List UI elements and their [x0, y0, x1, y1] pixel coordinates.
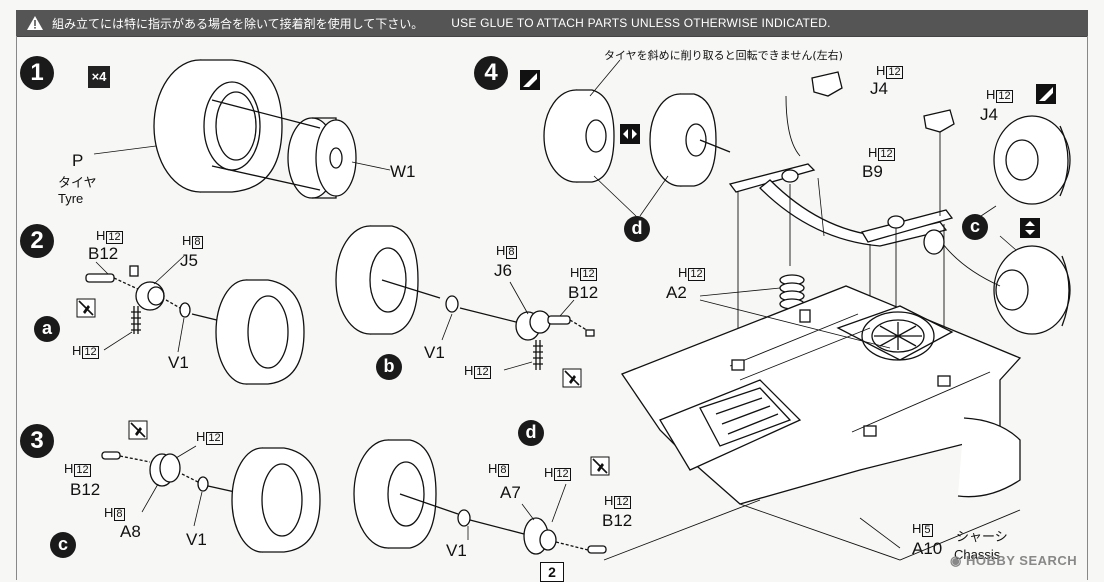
glue-note-jp: 組み立てには特に指示がある場合を除いて接着剤を使用して下さい。	[52, 16, 424, 31]
part-v1-2a: V1	[168, 353, 189, 372]
part-a2: A2	[666, 283, 687, 302]
step-1-marker: 1	[20, 56, 54, 90]
page-number: 2	[540, 562, 564, 582]
frame-left	[16, 36, 17, 580]
step-4-marker: 4	[474, 56, 508, 90]
angled-cut-icon	[520, 70, 540, 90]
glue-instruction-banner: 組み立てには特に指示がある場合を除いて接着剤を使用して下さい。 USE GLUE…	[16, 10, 1088, 36]
part-v1-3c: V1	[186, 530, 207, 549]
part-j5: J5	[180, 251, 198, 270]
step2b-drawing	[335, 225, 595, 370]
vertical-arrows-icon	[1020, 218, 1040, 238]
watermark: ◉ HOBBY SEARCH	[950, 553, 1078, 568]
part-v1-2b: V1	[424, 343, 445, 362]
watermark-logo-icon: ◉	[950, 553, 966, 568]
part-a8: A8	[120, 522, 141, 541]
part-j4-right: J4	[980, 105, 998, 124]
frame-right	[1087, 36, 1088, 580]
sub-step-c-marker: c	[50, 532, 76, 558]
step1-wheel-drawing	[287, 117, 357, 199]
part-j4-left: J4	[870, 79, 888, 98]
part-j6: J6	[494, 261, 512, 280]
sub-step-b-marker: b	[376, 354, 402, 380]
quantity-badge: ×4	[88, 66, 110, 88]
chassis-label-jp: シャーシ	[956, 529, 1008, 544]
horizontal-arrows-icon	[620, 124, 640, 144]
step4-tyre-note: タイヤを斜めに削り取ると回転できません(左右)	[604, 49, 843, 62]
part-b12-2a: B12	[88, 244, 119, 263]
angled-cut-icon	[1036, 84, 1056, 104]
no-glue-icon	[76, 298, 96, 318]
tyre-label-en: Tyre	[58, 191, 84, 206]
no-glue-icon	[562, 368, 582, 388]
step3c-drawing	[101, 447, 321, 553]
step4-left-wheels	[543, 59, 731, 217]
no-glue-icon	[590, 456, 610, 476]
part-a10: A10	[912, 539, 943, 558]
tyre-part-label: P	[72, 151, 84, 170]
wheel-part-label: W1	[390, 162, 416, 181]
part-b12-2b: B12	[568, 283, 599, 302]
step-3-marker: 3	[20, 424, 54, 458]
tyre-label-jp: タイヤ	[58, 175, 97, 190]
step1-tyre-drawing	[153, 59, 283, 193]
chassis-label-en: Chassis	[954, 547, 1001, 562]
part-b12-3c: B12	[70, 480, 101, 499]
step4-axle-drawing	[728, 71, 955, 428]
part-b9: B9	[862, 162, 883, 181]
warning-icon	[27, 16, 43, 30]
part-v1-3d: V1	[446, 541, 467, 560]
sub-step-a-marker: a	[34, 316, 60, 342]
glue-note-en: USE GLUE TO ATTACH PARTS UNLESS OTHERWIS…	[451, 16, 831, 30]
step4-chassis-drawing	[603, 285, 1022, 561]
step3d-drawing	[353, 439, 607, 555]
step4-sub-d-marker: d	[624, 216, 650, 242]
step4-right-wheels	[923, 115, 1071, 335]
part-a7: A7	[500, 483, 521, 502]
frame-top	[16, 36, 1088, 37]
step4-sub-c-marker: c	[962, 214, 988, 240]
step2a-drawing	[85, 265, 305, 385]
sub-step-d-marker: d	[518, 420, 544, 446]
step-2-marker: 2	[20, 224, 54, 258]
part-b12-3d: B12	[602, 511, 633, 530]
no-glue-icon	[128, 420, 148, 440]
